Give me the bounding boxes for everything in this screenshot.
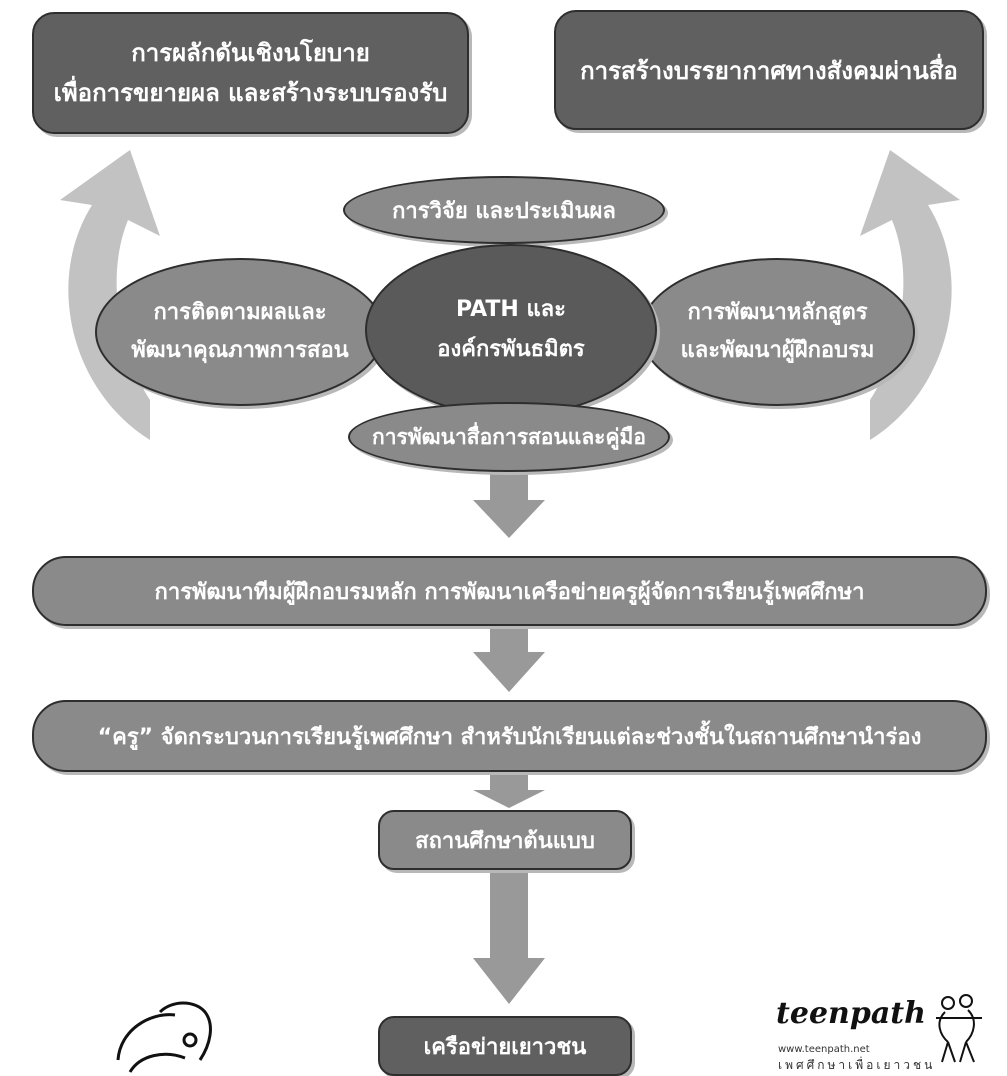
curriculum-line-2: และพัฒนาผู้ฝึกอบรม — [680, 338, 875, 363]
right-curved-arrow — [860, 150, 960, 440]
prototype-school-box: สถานศึกษาต้นแบบ — [378, 810, 632, 870]
research-ellipse: การวิจัย และประเมินผล — [343, 176, 665, 244]
curriculum-line-1: การพัฒนาหลักสูตร — [687, 300, 868, 325]
policy-line-2: เพื่อการขยายผล และสร้างระบบรองรับ — [53, 79, 448, 107]
down-arrow-4 — [473, 872, 545, 1004]
down-arrow-3 — [473, 774, 545, 808]
policy-line-1: การผลักดันเชิงนโยบาย — [131, 39, 370, 67]
center-line-1: PATH และ — [456, 297, 566, 322]
teaching-media-label: การพัฒนาสื่อการสอนและคู่มือ — [372, 424, 646, 449]
monitoring-line-1: การติดตามผลและ — [153, 300, 327, 325]
left-curved-arrow — [60, 150, 160, 440]
teenpath-logo-wordmark: teenpath — [776, 996, 926, 1031]
teacher-process-label: “ครู” จัดกระบวนการเรียนรู้เพศศึกษา สำหรั… — [97, 724, 922, 750]
social-media-label: การสร้างบรรยากาศทางสังคมผ่านสื่อ — [580, 56, 958, 85]
trainer-network-bar: การพัฒนาทีมผู้ฝึกอบรมหลัก การพัฒนาเครือข… — [32, 556, 987, 626]
research-label: การวิจัย และประเมินผล — [392, 198, 616, 224]
teenpath-tagline: เพศศึกษาเพื่อเยาวชน — [778, 1058, 936, 1072]
youth-network-box: เครือข่ายเยาวชน — [378, 1016, 632, 1076]
teacher-process-bar: “ครู” จัดกระบวนการเรียนรู้เพศศึกษา สำหรั… — [32, 700, 987, 772]
monitoring-line-2: พัฒนาคุณภาพการสอน — [131, 338, 349, 363]
center-line-2: องค์กรพันธมิตร — [437, 337, 585, 362]
prototype-school-label: สถานศึกษาต้นแบบ — [415, 828, 595, 854]
down-arrow-1 — [473, 472, 545, 538]
monitoring-ellipse: การติดตามผลและ พัฒนาคุณภาพการสอน — [95, 258, 385, 406]
down-arrow-2 — [473, 628, 545, 692]
curriculum-ellipse: การพัฒนาหลักสูตร และพัฒนาผู้ฝึกอบรม — [640, 258, 915, 406]
social-media-box: การสร้างบรรยากาศทางสังคมผ่านสื่อ — [554, 10, 984, 130]
youth-network-label: เครือข่ายเยาวชน — [423, 1034, 587, 1060]
teenpath-url: www.teenpath.net — [778, 1044, 870, 1055]
policy-advocacy-box: การผลักดันเชิงนโยบาย เพื่อการขยายผล และส… — [32, 12, 469, 134]
teaching-media-ellipse: การพัฒนาสื่อการสอนและคู่มือ — [348, 402, 670, 472]
mascot-illustration — [116, 1001, 212, 1073]
teenpath-figures-icon — [936, 994, 982, 1063]
trainer-network-label: การพัฒนาทีมผู้ฝึกอบรมหลัก การพัฒนาเครือข… — [154, 579, 865, 605]
path-partners-ellipse: PATH และ องค์กรพันธมิตร — [365, 244, 657, 416]
